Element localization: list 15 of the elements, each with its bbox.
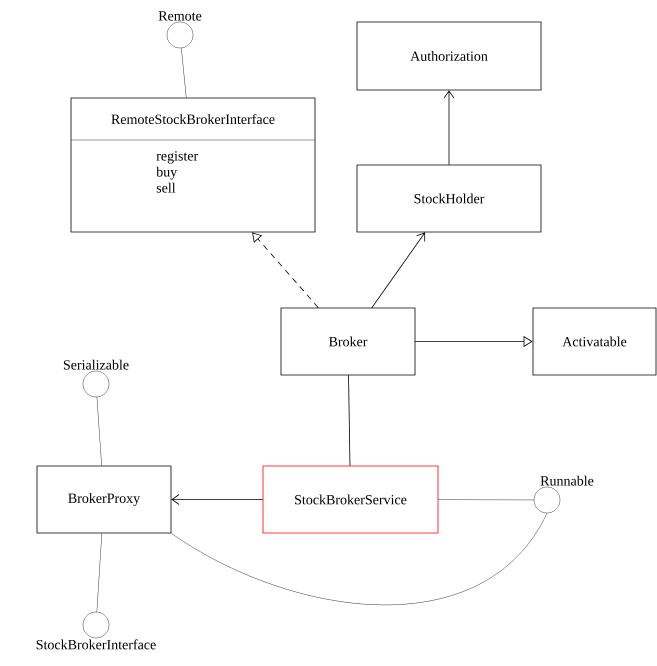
class-box: StockHolder <box>356 164 542 232</box>
class-box: RemoteStockBrokerInterface register buy sell <box>70 98 316 232</box>
dependency-line <box>171 513 548 606</box>
class-box: Authorization <box>356 22 542 90</box>
arrow <box>444 90 454 165</box>
dependency-line <box>96 396 102 466</box>
class-box: StockBrokerService <box>262 466 438 534</box>
arrow <box>372 232 426 308</box>
arrow <box>171 494 263 505</box>
dependency-line <box>181 48 186 98</box>
dependency-line <box>348 375 350 466</box>
dependency-line <box>96 533 102 612</box>
class-box: Activatable <box>532 308 656 376</box>
class-box: Broker <box>280 308 416 376</box>
class-box: BrokerProxy <box>36 466 172 534</box>
